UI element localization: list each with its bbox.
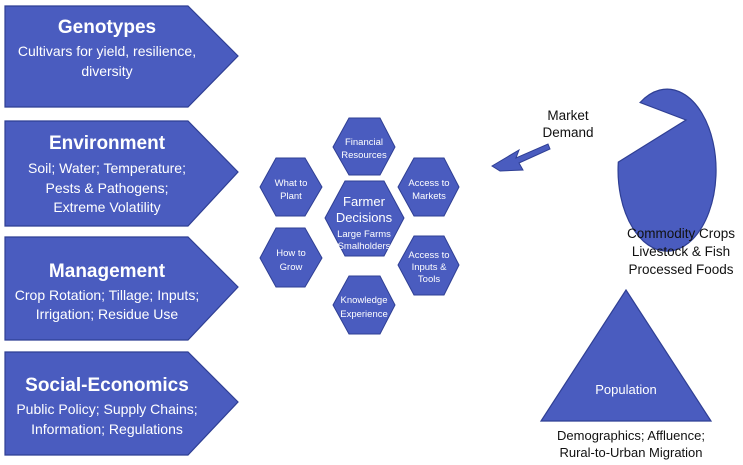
svg-text:Financial: Financial [345, 137, 383, 148]
products-line-1: Commodity Crops [627, 226, 735, 241]
market-demand-line-1: Market [547, 108, 589, 123]
svg-text:Grow: Grow [280, 262, 303, 273]
population-caption-line-1: Demographics; Affluence; [557, 428, 705, 443]
arrow-shape [491, 143, 551, 172]
hex-financial-resources: Financial Resources [332, 117, 396, 176]
hex-access-to-inputs-tools: Access to Inputs & Tools [397, 235, 460, 296]
hexagon-cluster: Financial Resources What to Plant Access… [259, 117, 460, 335]
svg-text:How to: How to [276, 248, 306, 259]
factor-genotypes: Genotypes Cultivars for yield, resilienc… [4, 5, 239, 108]
environment-line-3: Extreme Volatility [53, 199, 160, 215]
hex-how-to-grow: How to Grow [259, 227, 323, 288]
svg-text:Tools: Tools [418, 274, 440, 285]
management-arrow-shape [4, 236, 239, 341]
hex-what-to-plant: What to Plant [259, 157, 323, 217]
genotypes-line-2: diversity [81, 63, 132, 79]
factor-management: Management Crop Rotation; Tillage; Input… [4, 236, 239, 341]
svg-text:Markets: Markets [412, 191, 446, 202]
factor-social-economics: Social-Economics Public Policy; Supply C… [4, 351, 239, 456]
genotypes-title: Genotypes [58, 17, 156, 38]
hex-knowledge-experience: Knowledge Experience [332, 275, 396, 335]
svg-text:Resources: Resources [341, 150, 387, 161]
social-economics-title: Social-Economics [25, 375, 189, 396]
population-triangle [539, 288, 713, 422]
svg-text:Inputs &: Inputs & [412, 262, 448, 273]
management-title: Management [49, 261, 166, 282]
hex-farmer-decisions: Farmer Decisions Large Farms Smalholders [324, 180, 405, 257]
management-line-1: Crop Rotation; Tillage; Inputs; [15, 287, 199, 303]
management-line-2: Irrigation; Residue Use [36, 306, 179, 322]
svg-text:Experience: Experience [340, 309, 388, 320]
environment-title: Environment [49, 133, 166, 154]
factor-environment: Environment Soil; Water; Temperature; Pe… [4, 120, 239, 227]
genotypes-line-1: Cultivars for yield, resilience, [18, 43, 196, 59]
market-demand-pie-shape [617, 88, 717, 252]
social-economics-arrow-shape [4, 351, 239, 456]
products-line-2: Livestock & Fish [632, 244, 730, 259]
population-caption-line-2: Rural-to-Urban Migration [559, 445, 702, 460]
environment-line-2: Pests & Pathogens; [46, 180, 169, 196]
svg-text:What to: What to [275, 178, 308, 189]
genotypes-arrow-shape [4, 5, 239, 108]
svg-text:Decisions: Decisions [336, 210, 393, 225]
market-demand-arrow [491, 143, 551, 172]
hex-access-to-markets: Access to Markets [397, 157, 460, 217]
social-economics-line-1: Public Policy; Supply Chains; [16, 401, 197, 417]
svg-text:Knowledge: Knowledge [340, 295, 387, 306]
svg-text:Plant: Plant [280, 191, 302, 202]
social-economics-line-2: Information; Regulations [31, 421, 183, 437]
svg-text:Farmer: Farmer [343, 194, 386, 209]
population-label: Population [595, 382, 656, 397]
environment-arrow-shape [4, 120, 239, 227]
svg-text:Large Farms: Large Farms [337, 229, 391, 240]
products-line-3: Processed Foods [628, 262, 733, 277]
svg-text:Access to: Access to [408, 250, 449, 261]
environment-line-1: Soil; Water; Temperature; [28, 160, 186, 176]
svg-text:Smalholders: Smalholders [338, 241, 391, 252]
market-demand-line-2: Demand [542, 125, 593, 140]
svg-text:Access to: Access to [408, 178, 449, 189]
